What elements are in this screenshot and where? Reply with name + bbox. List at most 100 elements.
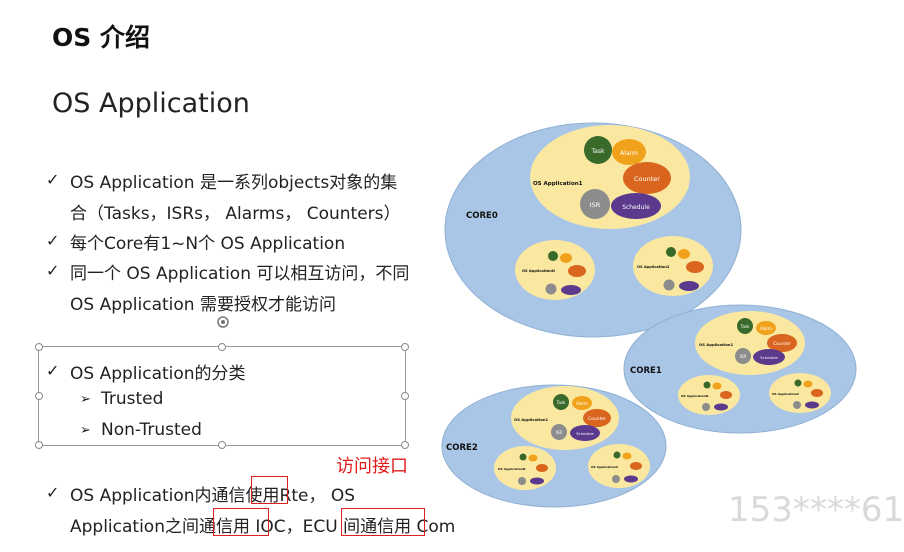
core0-app2-ellipse (633, 236, 713, 296)
resize-handle-tm[interactable] (218, 343, 226, 351)
core1-schedule-ellipse (753, 349, 785, 365)
core0-appN-isr (545, 283, 557, 295)
core2-appN-alarm (528, 454, 538, 462)
core0-app2-task (666, 247, 676, 257)
resize-handle-br[interactable] (401, 441, 409, 449)
core2-counter-ellipse (583, 409, 611, 427)
core2-app2-isr (612, 475, 620, 483)
bullet-4: OS Application的分类 (70, 364, 246, 384)
resize-handle-mr[interactable] (401, 392, 409, 400)
core2-isr-label: ISR (556, 430, 563, 435)
bullet-5-line-1: OS Application内通信使用Rte， OS (70, 486, 356, 506)
check-icon: ✓ (46, 170, 60, 189)
core1-appN-schedule (714, 403, 728, 411)
core0-schedule-ellipse (611, 193, 661, 219)
arrow-bullet-icon: ➢ (80, 423, 91, 438)
core2-schedule-ellipse (570, 425, 600, 441)
core0-appN-alarm (560, 253, 572, 263)
slide-title: OS 介绍 (52, 23, 150, 52)
core1-appN-task (703, 381, 711, 389)
core0-app2-label: OS Application2 (637, 265, 670, 269)
core2-schedule-label: Schedule (576, 431, 594, 436)
bullet-1-line-2: 合（Tasks，ISRs， Alarms， Counters） (70, 204, 401, 224)
core2-appN-task (519, 453, 527, 461)
bullet-2: 每个Core有1~N个 OS Application (70, 234, 346, 254)
core0-task-circle (584, 136, 612, 164)
core2-alarm-label: Alarm (576, 401, 588, 406)
core1-isr-circle (735, 348, 751, 364)
bullet-3-line-2: OS Application 需要授权才能访问 (70, 295, 336, 315)
bullet-4-sub-1: Trusted (101, 389, 164, 409)
core0-schedule-label: Schedule (622, 204, 650, 211)
check-icon: ✓ (46, 483, 60, 502)
core0-app2-counter (686, 261, 704, 273)
core1-app2-schedule (805, 401, 819, 409)
core1-app2-label: OS Application2 (772, 392, 799, 396)
core0-app1-label: OS Application1 (533, 181, 583, 187)
core2-app1-label: OS Application1 (514, 417, 549, 422)
resize-handle-ml[interactable] (35, 392, 43, 400)
core1-app1-label: OS Application1 (699, 342, 734, 347)
core1-app2-task (794, 379, 802, 387)
core0-app2-schedule (679, 281, 699, 291)
core2-label: CORE2 (446, 443, 478, 453)
bullet-5-line-2: Application之间通信用 IOC，ECU 间通信用 Com (70, 517, 456, 537)
core1-appN-isr (702, 403, 710, 411)
core2-appN-isr (518, 477, 526, 485)
core2-appN-counter (536, 464, 548, 472)
core2-isr-circle (551, 424, 567, 440)
core1-task-label: Task (740, 324, 750, 329)
core1-schedule-label: Schedule (760, 355, 778, 360)
core0-label: CORE0 (466, 211, 498, 221)
core1-appN-alarm (712, 382, 722, 390)
highlight-box-ioc (213, 508, 269, 536)
core2-counter-label: Counter (588, 416, 606, 422)
core0-appN-label: OS ApplicationN (522, 269, 555, 273)
core2-app2-label: OS Application2 (591, 465, 618, 469)
core0-app2-isr (663, 279, 675, 291)
arrow-bullet-icon: ➢ (80, 392, 91, 407)
core0-counter-label: Counter (634, 175, 660, 183)
core1-appN-counter (720, 391, 732, 399)
core1-counter-label: Counter (773, 341, 791, 347)
core0-counter-ellipse (623, 162, 671, 194)
annotation-label: 访问接口 (336, 456, 408, 477)
core0-appN-counter (568, 265, 586, 277)
rotate-handle-icon[interactable] (216, 314, 230, 328)
core2-app2-schedule (624, 475, 638, 483)
resize-handle-tr[interactable] (401, 343, 409, 351)
resize-handle-bm[interactable] (218, 441, 226, 449)
core2-task-label: Task (556, 400, 566, 405)
bullet-3-line-1: 同一个 OS Application 可以相互访问，不同 (70, 264, 410, 284)
core1-appN-label: OS ApplicationN (681, 394, 709, 398)
highlight-box-com (341, 508, 425, 536)
bullet-1-line-1: OS Application 是一系列objects对象的集 (70, 173, 398, 193)
core0-isr-label: ISR (590, 201, 601, 209)
core0-app2-alarm (678, 249, 690, 259)
core0-appN-schedule (561, 285, 581, 295)
core1-task-circle (737, 318, 753, 334)
check-icon: ✓ (46, 361, 60, 380)
resize-handle-bl[interactable] (35, 441, 43, 449)
bullet-4-sub-2: Non-Trusted (101, 420, 202, 440)
core0-isr-circle (580, 189, 610, 219)
core0-alarm-label: Alarm (620, 150, 638, 157)
core2-task-circle (553, 394, 569, 410)
core2-appN-schedule (530, 477, 544, 485)
core1-app2-isr (793, 401, 801, 409)
resize-handle-tl[interactable] (35, 343, 43, 351)
core1-isr-label: ISR (740, 354, 747, 359)
core2-app2-alarm (622, 452, 632, 460)
core1-app2-counter (811, 389, 823, 397)
core0-appN-ellipse (515, 240, 595, 300)
core2-alarm-ellipse (572, 396, 592, 410)
core0-appN-task (548, 251, 558, 261)
core0-alarm-ellipse (612, 139, 646, 165)
core2-app2-counter (630, 462, 642, 470)
highlight-box-rte (251, 476, 288, 504)
core1-app2-alarm (803, 380, 813, 388)
check-icon: ✓ (46, 231, 60, 250)
core-diagram: CORE0 OS Application1 Task Alarm Counter… (441, 122, 857, 508)
core2-appN-label: OS ApplicationN (498, 467, 526, 471)
core1-alarm-label: Alarm (760, 326, 772, 331)
